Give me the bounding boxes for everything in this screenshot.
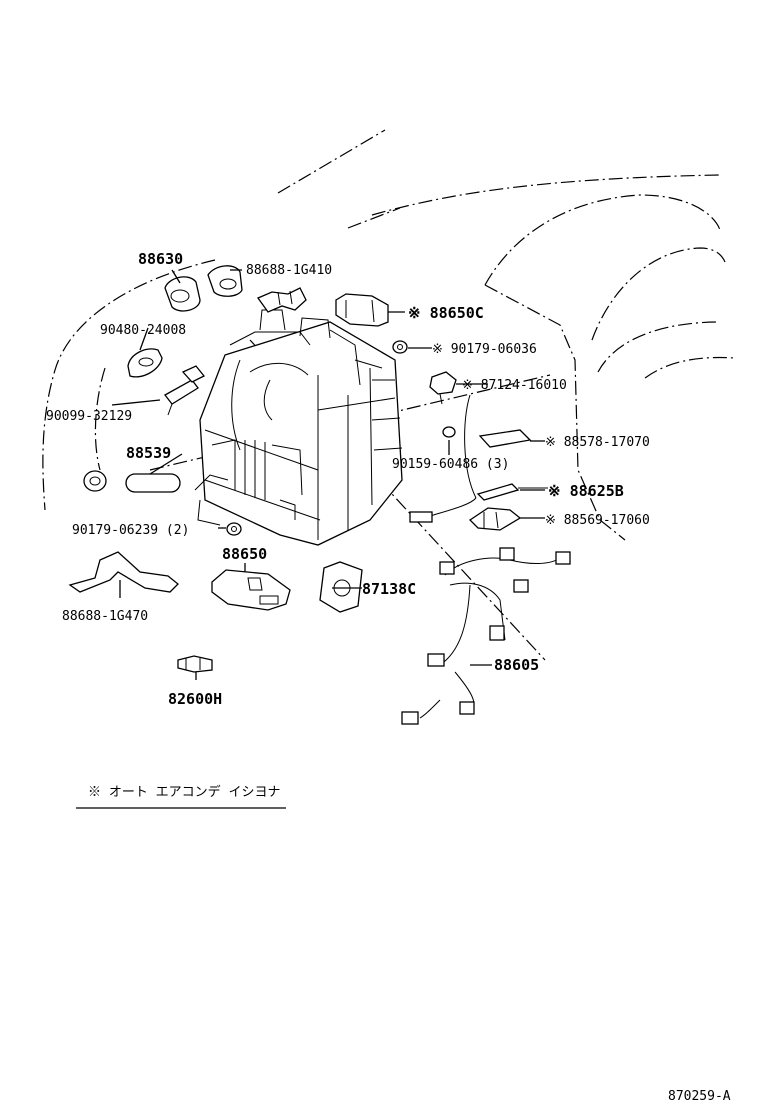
part-87138C-icon [319, 561, 363, 613]
fuse-82600H-icon [177, 655, 213, 673]
label-88650: 88650 [222, 545, 267, 563]
label-88569-17060: ※ 88569-17060 [545, 513, 650, 528]
label-88605: 88605 [494, 656, 539, 674]
hvac-unit [194, 309, 403, 546]
part-87124-16010-icon [429, 371, 457, 405]
screw-90159-60486-icon [442, 426, 456, 438]
part-88688-1G410-icon [207, 265, 243, 297]
label-90179-06036: ※ 90179-06036 [432, 342, 537, 357]
part-88650-icon [211, 569, 291, 611]
label-90159-60486: 90159-60486 (3) [392, 457, 509, 472]
label-88650C: ※ 88650C [408, 304, 484, 322]
harness-88605-icon [401, 547, 571, 725]
label-87138C: 87138C [362, 580, 416, 598]
label-88625B: ※ 88625B [548, 482, 624, 500]
bracket-88688-1G470-icon [68, 551, 179, 593]
label-88578-17070: ※ 88578-17070 [545, 435, 650, 450]
figure-id: 870259-A [668, 1089, 731, 1104]
part-88569-17060-icon [468, 507, 522, 531]
part-88539-icon [125, 473, 181, 493]
label-90179-06239: 90179-06239 (2) [72, 523, 189, 538]
part-90480-24008-icon [127, 348, 163, 378]
legend: ※ オート エアコンデ イシヨナ [76, 784, 286, 809]
label-88688-1G410: 88688-1G410 [246, 263, 332, 278]
label-88688-1G470: 88688-1G470 [62, 609, 148, 624]
body-outline [42, 129, 736, 661]
nut-90179-06239-icon [226, 522, 242, 536]
legend-note: ※ オート エアコンデ イシヨナ [88, 784, 280, 800]
part-90099-32129-icon [164, 365, 206, 416]
bracket-88688-1G410-icon [257, 287, 307, 313]
label-88539: 88539 [126, 444, 171, 462]
label-90480-24008: 90480-24008 [100, 323, 186, 338]
label-90099-32129: 90099-32129 [46, 409, 132, 424]
part-88650C-icon [335, 293, 389, 327]
grommet-90099-32129-icon [83, 470, 107, 492]
part-88630-icon [164, 276, 201, 312]
leader-lines [111, 269, 545, 680]
label-82600H: 82600H [168, 690, 222, 708]
nut-90179-06036-icon [392, 340, 408, 354]
part-labels: 88630 88688-1G410 ※ 88650C 90480-24008 ※… [46, 250, 650, 708]
label-87124-16010: ※ 87124-16010 [462, 378, 567, 393]
label-88630: 88630 [138, 250, 183, 268]
part-88578-17070-icon [478, 429, 532, 448]
part-88625B-icon [409, 394, 548, 523]
